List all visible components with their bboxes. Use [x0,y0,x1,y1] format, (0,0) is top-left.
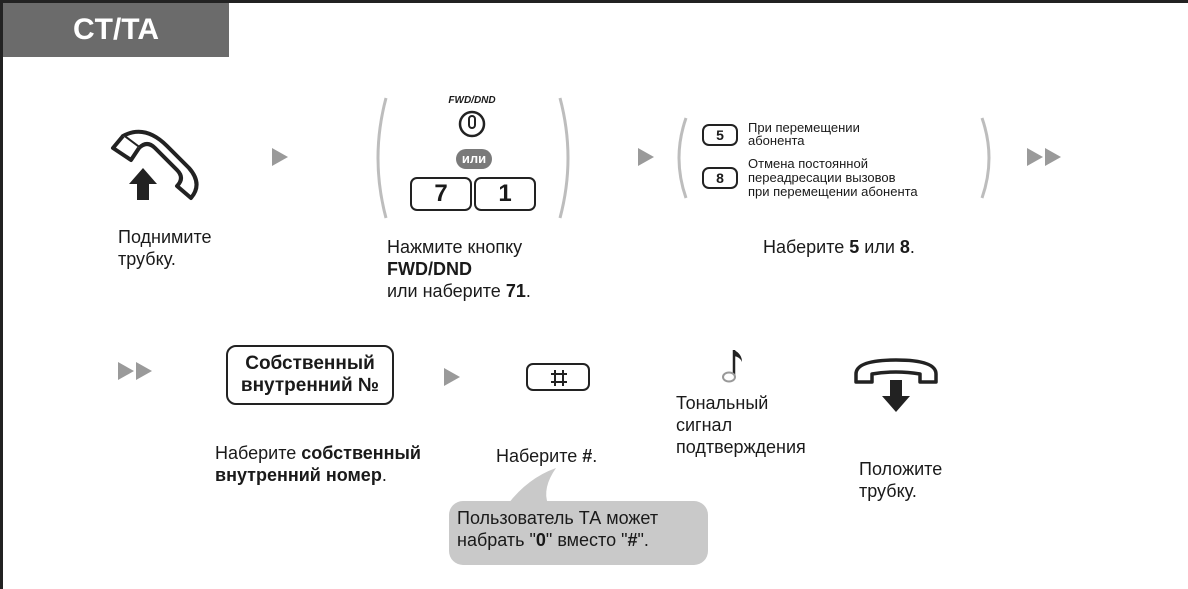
header-title: CT/TA [72,13,160,46]
step5-caption: Наберите #. [496,446,598,466]
arrow-3a [1027,148,1043,166]
frame-left-border [0,0,3,589]
step4-caption-line2: внутренний номер. [215,465,387,485]
own-extension-line1: Собственный [245,353,375,374]
step3-caption: Наберите 5 или 8. [763,237,915,257]
key8-text-line2: переадресации вызовов [748,170,896,185]
step2-caption-line1: Нажмите кнопку [387,237,523,257]
step2-caption-line3: или наберите 71. [387,281,531,301]
arrow-1 [272,148,288,166]
left-paren-2 [677,117,688,199]
key5-text-line1: При перемещении [748,120,860,135]
right-paren [558,97,570,219]
own-extension-line2: внутренний № [240,375,380,396]
right-paren-2 [980,117,991,199]
hash-key[interactable] [526,363,590,391]
key-7[interactable]: 7 [410,177,472,211]
step6-caption-line3: подтверждения [676,437,806,457]
frame-top-border [0,0,1188,3]
arrow-3b [1045,148,1061,166]
step7-caption-line1: Положите [859,459,943,479]
left-paren [376,97,388,219]
step2-caption-line2: FWD/DND [387,259,472,279]
arrow-5 [444,368,460,386]
fwd-dnd-button-icon[interactable] [455,108,489,140]
arrow-4b [136,362,152,380]
step4-caption-line1: Наберите собственный [215,443,421,463]
step1-caption-line2: трубку. [118,249,176,269]
off-hook-handset-icon [111,129,199,200]
step6-caption-line1: Тональный [676,393,769,413]
key8-text-line3: при перемещении абонента [748,184,918,199]
key-5[interactable]: 5 [702,124,738,146]
key-1[interactable]: 1 [474,177,536,211]
header-tab: CT/TA [3,3,229,57]
ta-note-line2: набрать "0" вместо "#". [457,530,649,550]
or-badge: или [456,149,492,169]
own-extension-key[interactable]: Собственный внутренний № [226,345,394,405]
fwd-dnd-button-label: FWD/DND [448,95,496,106]
key-8[interactable]: 8 [702,167,738,189]
step6-caption-line2: сигнал [676,415,733,435]
arrow-2 [638,148,654,166]
bubble-tail [508,468,556,504]
arrow-4a [118,362,134,380]
step7-caption-line2: трубку. [859,481,917,501]
key8-text-line1: Отмена постоянной [748,156,868,171]
ta-note-bubble: Пользователь ТА может набрать "0" вместо… [449,501,708,565]
on-hook-handset-icon [854,358,938,412]
music-note-icon [722,350,742,383]
key5-text-line2: абонента [748,133,805,148]
ta-note-line1: Пользователь ТА может [457,508,659,528]
hash-icon [551,370,567,386]
step1-caption-line1: Поднимите [118,227,212,247]
